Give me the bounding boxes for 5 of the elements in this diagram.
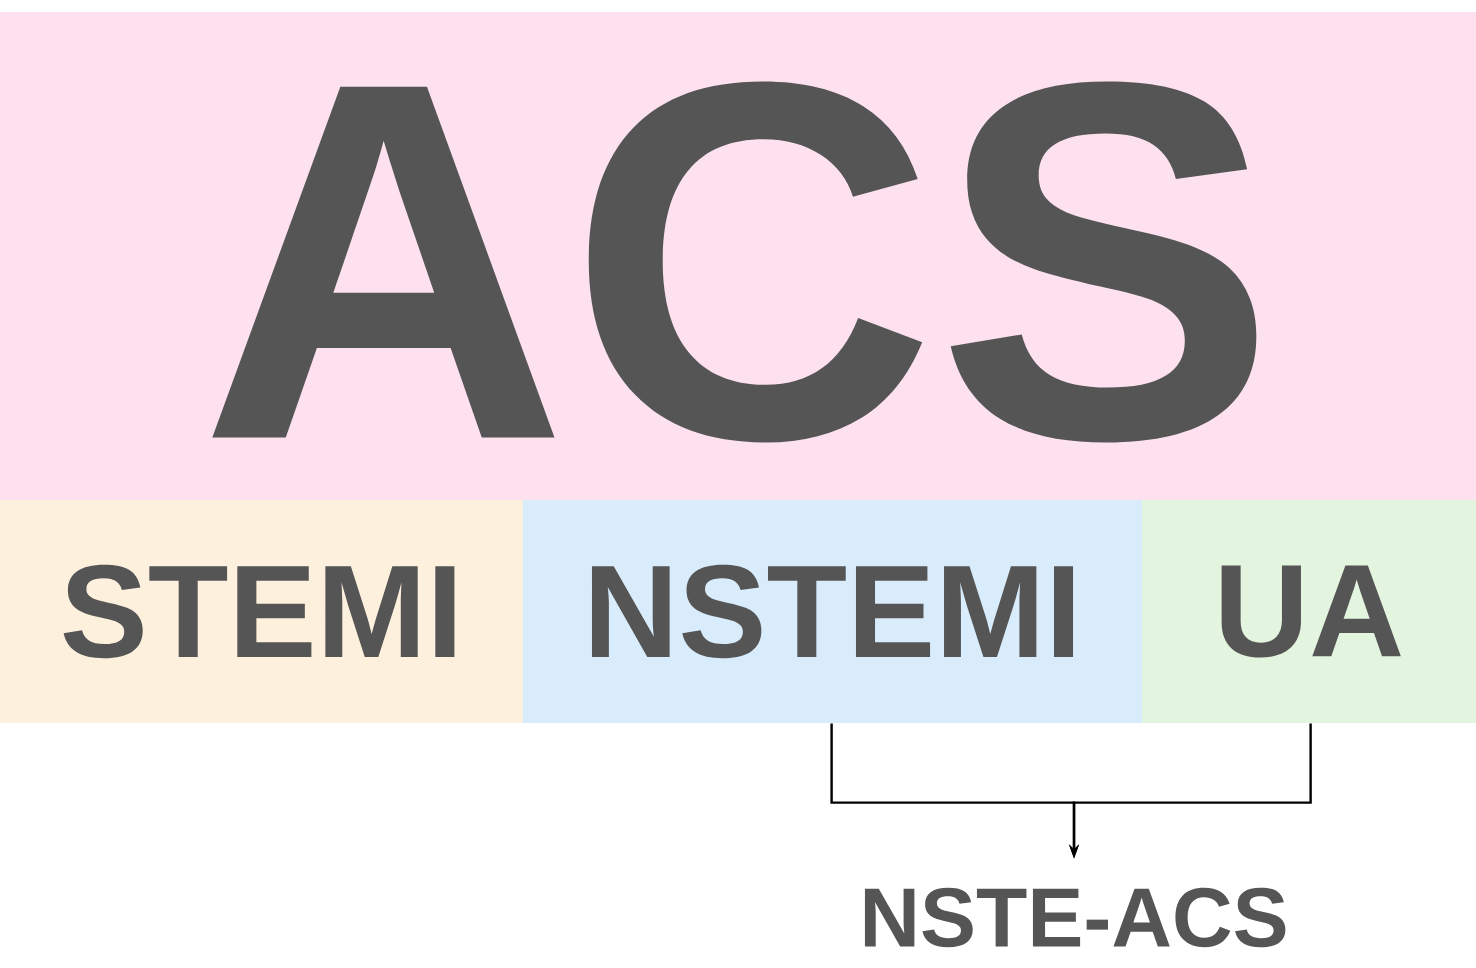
- category-band: UA: [1142, 500, 1476, 723]
- category-band: NSTEMI: [523, 500, 1142, 723]
- category-band: ACS: [0, 12, 1476, 512]
- category-band: STEMI: [0, 500, 523, 723]
- group-label: NSTE-ACS: [864, 887, 1286, 948]
